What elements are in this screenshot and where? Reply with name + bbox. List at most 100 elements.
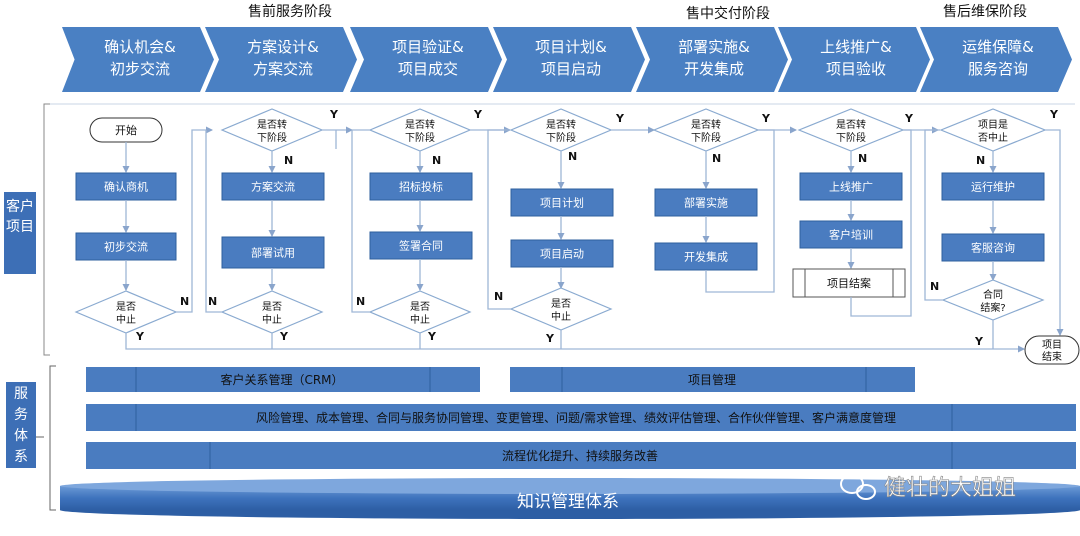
flow-to-end-line: [125, 333, 1025, 353]
step-bidding-label: 招标投标: [399, 180, 443, 194]
stage-subtitle-3: 项目成交: [398, 60, 458, 78]
label-yes-close: Y: [974, 335, 984, 348]
step-rollout-label: 上线推广: [829, 180, 873, 194]
label-no-stop-4: N: [494, 290, 503, 303]
service-label-1: 服: [14, 386, 28, 402]
label-no-next-4: N: [568, 150, 577, 163]
label-yes-stop-3: Y: [427, 330, 437, 343]
label-yes-stop-1: Y: [135, 330, 145, 343]
customer-label-line2: 项目: [6, 219, 34, 235]
label-yes-next-3: Y: [473, 108, 483, 121]
step-sign-contract-label: 签署合同: [399, 239, 443, 253]
stage-subtitle-2: 方案交流: [253, 60, 313, 78]
stage-title-2: 方案设计&: [247, 38, 319, 56]
pm-bar: [510, 367, 915, 392]
watermark: 健壮的大姐姐: [840, 474, 1016, 501]
stage-chevrons: 确认机会&初步交流方案设计&方案交流项目验证&项目成交项目计划&项目启动部署实施…: [62, 27, 1072, 92]
step-confirm-opportunity: [75, 172, 177, 201]
decision-stop-2: [220, 290, 324, 334]
step-bidding: [369, 172, 473, 201]
stage-subtitle-4: 项目启动: [541, 60, 601, 78]
decision-next-stage-4-label-2: 下阶段: [546, 131, 576, 144]
label-yes-stop-7: Y: [1049, 108, 1059, 121]
service-area-bracket: [49, 365, 56, 511]
decision-stop-1-label-2: 中止: [116, 313, 136, 326]
decision-stop-1-label-1: 是否: [116, 301, 136, 313]
start-terminal-label: 开始: [115, 123, 137, 137]
flow-stop4-back: [487, 129, 511, 310]
phase-label-delivery: 售中交付阶段: [686, 5, 770, 22]
crm-bar: [86, 367, 480, 392]
end-terminal-label-1: 项目: [1042, 339, 1062, 351]
decision-stop-3-label-2: 中止: [410, 313, 430, 326]
decision-contract-close: [941, 279, 1045, 321]
decision-stop-2-label-1: 是否: [262, 301, 282, 313]
label-no-stop-1: N: [180, 295, 189, 308]
step-customer-service: [941, 233, 1045, 262]
label-no-stop-7: N: [976, 154, 985, 167]
decision-stop-4-label-2: 中止: [551, 310, 571, 323]
end-terminal: [1024, 335, 1080, 365]
label-yes-stop-2: Y: [279, 330, 289, 343]
stage-title-6: 上线推广&: [820, 38, 892, 56]
decision-stop-4: [509, 287, 613, 331]
crm-bar-label: 客户关系管理（CRM）: [220, 372, 343, 387]
management-bar-label: 风险管理、成本管理、合同与服务协同管理、变更管理、问题/需求管理、绩效评估管理、…: [256, 410, 896, 425]
decision-next-stage-5-label-2: 下阶段: [691, 131, 721, 144]
label-yes-stop-4: Y: [545, 332, 555, 345]
service-bars: 客户关系管理（CRM） 项目管理 风险管理、成本管理、合同与服务协同管理、变更管…: [60, 367, 1080, 519]
decision-project-stop-7-label-2: 否中止: [978, 131, 1008, 144]
optimize-bar-label: 流程优化提升、持续服务改善: [502, 448, 658, 463]
step-customer-training: [799, 220, 903, 249]
step-initial-communication: [75, 232, 177, 261]
decision-stop-2-label-2: 中止: [262, 313, 282, 326]
flow-stop7-to-end: [1045, 129, 1064, 336]
step-deployment-trial-label: 部署试用: [251, 246, 295, 260]
stage-title-1: 确认机会&: [104, 38, 176, 56]
step-initial-communication-label: 初步交流: [104, 240, 148, 254]
service-label-3: 体: [14, 428, 28, 444]
label-no-next-2: N: [284, 154, 293, 167]
step-sign-contract: [369, 231, 473, 260]
decision-next-stage-3-label-1: 是否转: [405, 118, 435, 131]
label-yes-next-6: Y: [904, 112, 914, 125]
decision-next-stage-5-label-1: 是否转: [691, 118, 721, 131]
knowledge-bar-label: 知识管理体系: [517, 492, 619, 512]
decision-stop-3-label-1: 是否: [410, 301, 430, 313]
stage-title-3: 项目验证&: [392, 38, 464, 56]
label-yes-next-4: Y: [615, 112, 625, 125]
flow-stop3-back: [351, 129, 370, 313]
service-system-label-box: [6, 382, 36, 468]
step-deployment-label: 部署实施: [684, 196, 728, 210]
step-operation-maintenance-label: 运行维护: [971, 180, 1015, 194]
service-label-2: 务: [14, 407, 28, 423]
knowledge-cylinder-top: [60, 478, 1080, 494]
flow-close-back: [924, 129, 943, 301]
customer-label-line1: 客户: [6, 198, 34, 215]
step-customer-training-label: 客户培训: [829, 228, 873, 242]
label-no-stop-2: N: [208, 295, 217, 308]
step-project-kickoff: [510, 239, 614, 268]
step-project-plan-label: 项目计划: [540, 197, 584, 210]
decision-contract-close-label-1: 合同: [983, 288, 1003, 301]
label-no-next-6: N: [858, 152, 867, 165]
stage-chevron-6: [778, 27, 930, 92]
stage-chevron-1: [62, 27, 214, 92]
flow-stop1-to-next: [176, 126, 213, 313]
customer-area-bracket: [43, 103, 50, 356]
label-yes-next-5: Y: [761, 112, 771, 125]
label-yes-next-2: Y: [329, 108, 339, 121]
step-project-kickoff-label: 项目启动: [540, 248, 584, 261]
step-project-closure-label: 项目结案: [827, 276, 871, 290]
stage-title-7: 运维保障&: [962, 38, 1034, 56]
label-no-close: N: [930, 280, 939, 293]
stage-chevron-3: [350, 27, 502, 92]
decision-stop-3: [368, 290, 472, 334]
step-deployment: [654, 188, 758, 217]
flow-chart: 开始确认商机初步交流是否中止NY是否转下阶段YN方案交流部署试用是否中止NY是否…: [74, 108, 1080, 365]
customer-project-label-box: [4, 192, 36, 274]
decision-project-stop-7-label-1: 项目是: [978, 119, 1008, 131]
stage-subtitle-1: 初步交流: [110, 60, 170, 78]
decision-next-stage-2-label-2: 下阶段: [257, 131, 287, 144]
